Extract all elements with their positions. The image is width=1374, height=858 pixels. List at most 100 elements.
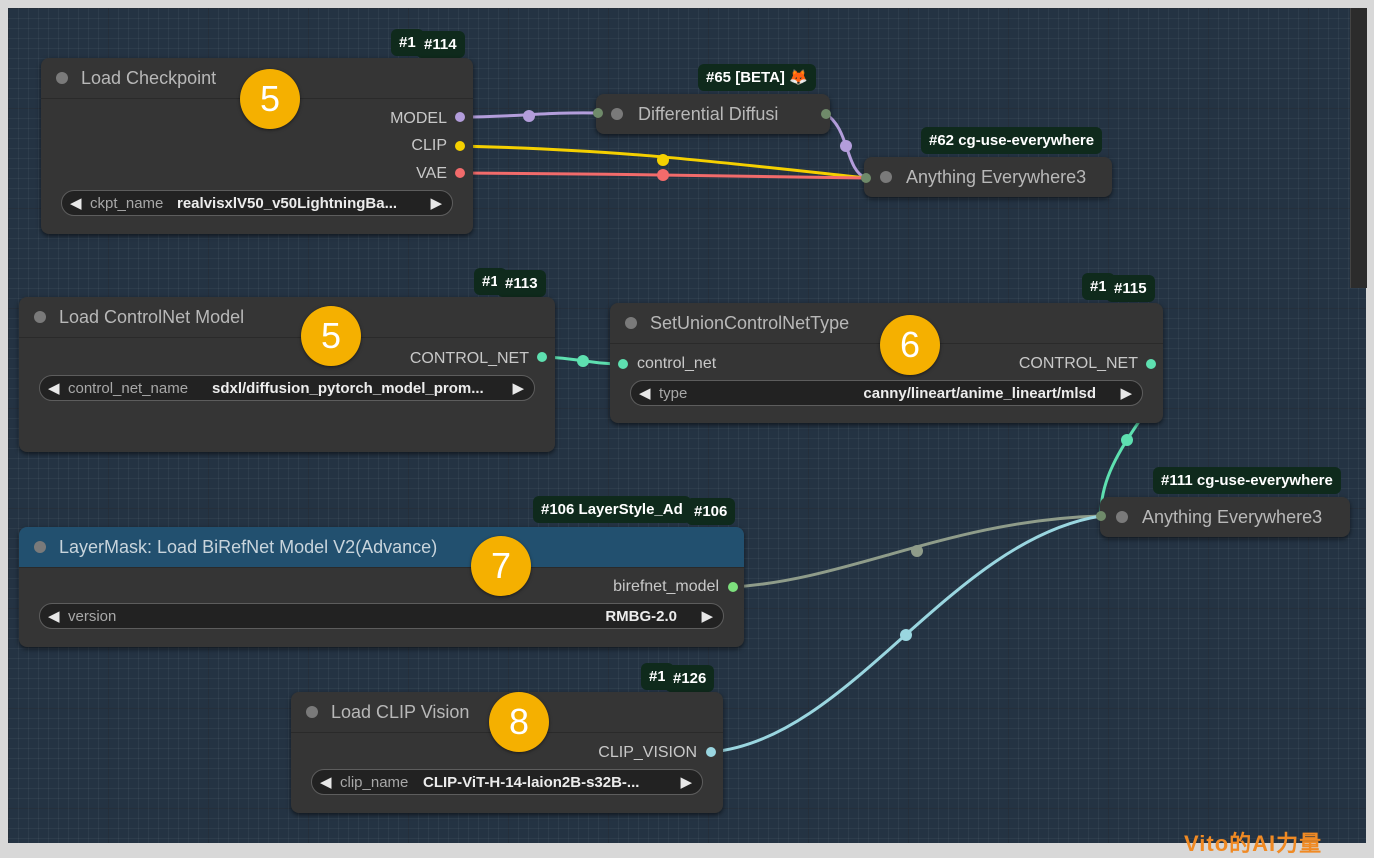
widget-label: version <box>68 608 117 625</box>
widget-value: canny/lineart/anime_lineart/mlsd <box>863 385 1096 402</box>
combo-next-icon[interactable]: ▶ <box>430 195 442 212</box>
wire-clip-vision-midpoint <box>900 629 912 641</box>
clip-name-combo[interactable]: ◀ clip_name CLIP-ViT-H-14-laion2B-s32B-.… <box>311 769 703 795</box>
node-title: Anything Everywhere3 <box>906 167 1087 187</box>
output-vae-port[interactable] <box>455 168 465 178</box>
collapse-dot-icon[interactable] <box>306 706 318 718</box>
output-control-net-port[interactable] <box>537 352 547 362</box>
wire-model-midpoint <box>523 110 535 122</box>
node-id-badge: #115 <box>1106 275 1155 302</box>
node-title: Load CLIP Vision <box>331 702 470 722</box>
node-load-controlnet-model[interactable]: Load ControlNet Model CONTROL_NET ◀ cont… <box>19 297 555 452</box>
combo-prev-icon[interactable]: ◀ <box>70 195 82 212</box>
input-anything-port[interactable] <box>1096 511 1106 521</box>
control-net-name-combo[interactable]: ◀ control_net_name sdxl/diffusion_pytorc… <box>39 375 535 401</box>
node-header[interactable]: LayerMask: Load BiRefNet Model V2(Advanc… <box>19 527 744 568</box>
node-id-badge: #62 cg-use-everywhere <box>921 127 1103 154</box>
ckpt-name-combo[interactable]: ◀ ckpt_name realvisxlV50_v50LightningBa.… <box>61 190 453 216</box>
output-model-port[interactable] <box>455 112 465 122</box>
node-differential-diffusion[interactable]: Differential Diffusi <box>596 94 830 134</box>
output-clip-port[interactable] <box>455 141 465 151</box>
output-clip-label: CLIP <box>411 137 447 154</box>
input-control-net-port[interactable] <box>618 359 628 369</box>
combo-prev-icon[interactable]: ◀ <box>639 385 651 402</box>
output-model-port[interactable] <box>821 109 831 119</box>
node-anything-everywhere-62[interactable]: Anything Everywhere3 <box>864 157 1112 197</box>
step-marker: 7 <box>471 536 531 596</box>
node-header[interactable]: Load ControlNet Model <box>19 297 555 338</box>
collapse-dot-icon[interactable] <box>1116 511 1128 523</box>
node-id-badge: #113 <box>497 270 546 297</box>
wire-control-net-ae-midpoint <box>1121 434 1133 446</box>
input-anything-port[interactable] <box>861 173 871 183</box>
input-control-net-label: control_net <box>637 355 717 372</box>
collapse-dot-icon[interactable] <box>880 171 892 183</box>
output-clip-vision-label: CLIP_VISION <box>598 744 697 761</box>
node-id-badge: #106 LayerStyle_Ad <box>533 496 691 523</box>
collapse-dot-icon[interactable] <box>34 541 46 553</box>
step-marker: 5 <box>301 306 361 366</box>
collapse-dot-icon[interactable] <box>625 317 637 329</box>
node-id-badge: #111 cg-use-everywhere <box>1153 467 1341 494</box>
node-id-badge: #114 <box>416 31 465 58</box>
output-clip-vision-port[interactable] <box>706 747 716 757</box>
widget-value: realvisxlV50_v50LightningBa... <box>177 195 398 212</box>
combo-prev-icon[interactable]: ◀ <box>48 608 60 625</box>
node-title: Load Checkpoint <box>81 68 217 88</box>
output-birefnet-label: birefnet_model <box>613 578 719 595</box>
combo-next-icon[interactable]: ▶ <box>512 380 524 397</box>
watermark: Vito的AI力量 <box>1184 831 1323 856</box>
widget-value: CLIP-ViT-H-14-laion2B-s32B-... <box>423 774 640 791</box>
version-combo[interactable]: ◀ version RMBG-2.0 ▶ <box>39 603 724 629</box>
combo-prev-icon[interactable]: ◀ <box>320 774 332 791</box>
node-title: LayerMask: Load BiRefNet Model V2(Advanc… <box>59 537 438 557</box>
side-panel-edge <box>1350 8 1367 288</box>
collapse-dot-icon[interactable] <box>56 72 68 84</box>
output-birefnet-port[interactable] <box>728 582 738 592</box>
combo-next-icon[interactable]: ▶ <box>680 774 692 791</box>
node-title: SetUnionControlNetType <box>650 313 850 333</box>
type-combo[interactable]: ◀ type canny/lineart/anime_lineart/mlsd … <box>630 380 1143 406</box>
node-id-badge: #126 <box>665 665 715 692</box>
combo-next-icon[interactable]: ▶ <box>1120 385 1132 402</box>
combo-next-icon[interactable]: ▶ <box>701 608 713 625</box>
wire-birefnet-midpoint <box>911 545 923 557</box>
widget-label: clip_name <box>340 774 409 791</box>
node-title: Load ControlNet Model <box>59 307 245 327</box>
widget-label: type <box>659 385 688 402</box>
output-vae-label: VAE <box>416 165 447 182</box>
wire-control-net-midpoint <box>577 355 589 367</box>
output-control-net-port[interactable] <box>1146 359 1156 369</box>
step-marker: 6 <box>880 315 940 375</box>
wire-vae <box>459 171 867 180</box>
widget-label: ckpt_name <box>90 195 164 212</box>
collapse-dot-icon[interactable] <box>611 108 623 120</box>
node-load-birefnet-model[interactable]: LayerMask: Load BiRefNet Model V2(Advanc… <box>19 527 744 647</box>
step-marker: 5 <box>240 69 300 129</box>
output-model-label: MODEL <box>390 110 447 127</box>
widget-label: control_net_name <box>68 380 189 397</box>
node-anything-everywhere-111[interactable]: Anything Everywhere3 <box>1100 497 1350 537</box>
wire-vae-midpoint <box>657 169 669 181</box>
wire-birefnet <box>732 514 1102 589</box>
node-id-badge: #106 <box>686 498 736 525</box>
node-title: Differential Diffusi <box>638 104 779 124</box>
widget-value: sdxl/diffusion_pytorch_model_prom... <box>212 380 484 397</box>
wire-clip-midpoint <box>657 154 669 166</box>
combo-prev-icon[interactable]: ◀ <box>48 380 60 397</box>
node-title: Anything Everywhere3 <box>1142 507 1323 527</box>
node-id-badge: #65 [BETA] 🦊 <box>698 64 816 91</box>
collapse-dot-icon[interactable] <box>34 311 46 323</box>
input-model-port[interactable] <box>593 108 603 118</box>
wire-model-ae-midpoint <box>840 140 852 152</box>
output-control-net-label: CONTROL_NET <box>409 350 529 367</box>
